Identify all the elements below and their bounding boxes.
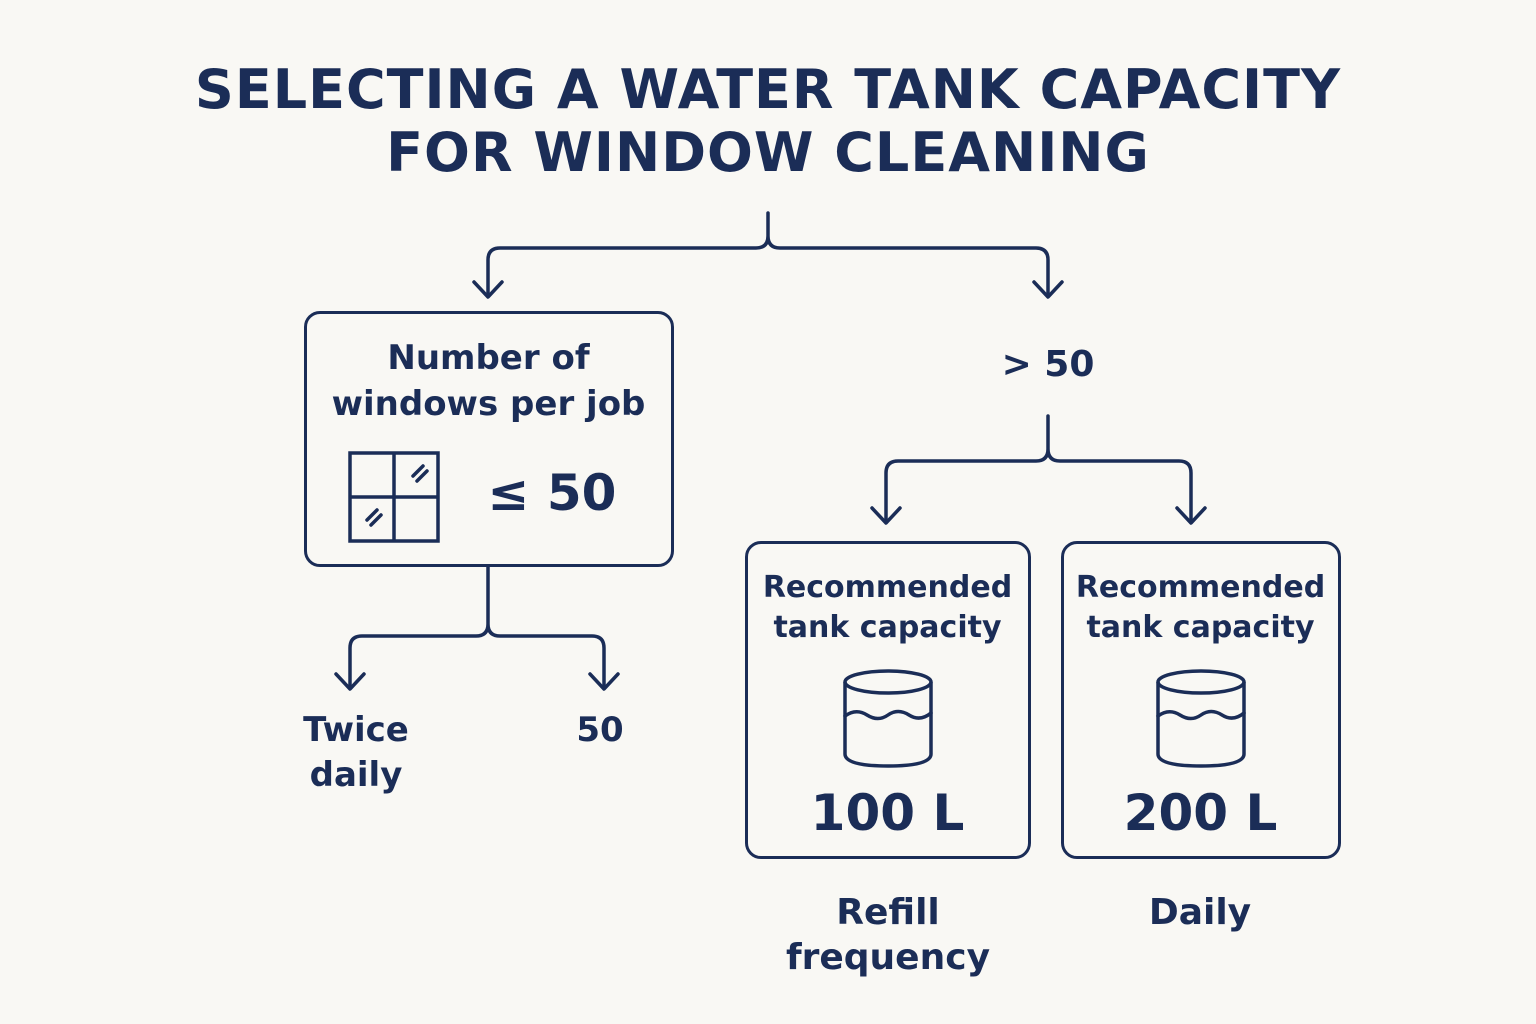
tank-capacity-card-100: Recommended tank capacity 100 L (745, 541, 1031, 859)
arrow-head-right-top (1032, 280, 1064, 299)
arrow-head-card-200 (1175, 506, 1207, 525)
arrow-head-50 (588, 672, 620, 691)
card-200-title-line-2: tank capacity (1086, 610, 1315, 645)
card-200-title-line-1: Recommended (1075, 570, 1326, 605)
outcome-twice-daily-line-2: daily (309, 755, 403, 795)
card-100-title-line-1: Recommended (762, 570, 1013, 605)
caption-refill-frequency-line-2: frequency (785, 937, 991, 978)
arrow-head-twice-daily (334, 672, 366, 691)
caption-refill-frequency-line-1: Refill (836, 892, 940, 933)
tank-capacity-card-200: Recommended tank capacity 200 L (1061, 541, 1341, 859)
threshold-gt-50: > 50 (1001, 344, 1095, 385)
windows-per-job-label-line-1: Number of (387, 338, 590, 378)
water-tank-icon (843, 669, 933, 768)
arrow-head-card-100 (870, 506, 902, 525)
right-split-connector (884, 414, 1193, 524)
diagram-title-line-2: FOR WINDOW CLEANING (386, 121, 1150, 184)
caption-daily: Daily (1148, 892, 1252, 933)
windows-per-job-box: Number of windows per job ≤ 50 (304, 311, 674, 567)
threshold-le-50: ≤ 50 (487, 464, 617, 522)
capacity-100-l: 100 L (810, 784, 965, 842)
water-tank-icon (1156, 669, 1246, 768)
diagram-title-line-1: SELECTING A WATER TANK CAPACITY (194, 58, 1342, 121)
card-100-title-line-2: tank capacity (773, 610, 1002, 645)
capacity-200-l: 200 L (1123, 784, 1278, 842)
arrow-head-left-top (472, 280, 504, 299)
outcome-twice-daily-line-1: Twice (303, 710, 409, 750)
top-split-connector (486, 211, 1050, 298)
left-split-connector (348, 565, 606, 690)
windows-per-job-label-line-2: windows per job (331, 384, 646, 424)
window-icon (348, 451, 440, 543)
outcome-50: 50 (576, 710, 624, 750)
